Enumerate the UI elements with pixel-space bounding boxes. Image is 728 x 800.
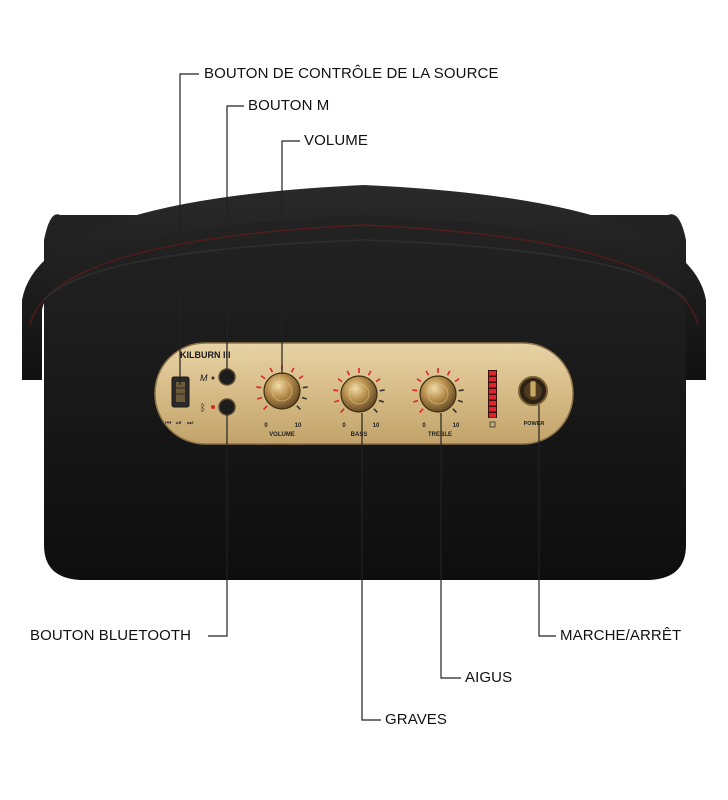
knob-tick <box>458 389 464 392</box>
knob-tick <box>375 378 381 383</box>
treble-max: 10 <box>453 423 460 429</box>
knob-scales <box>256 365 464 413</box>
knob-tick <box>457 399 463 403</box>
knob-tick <box>378 399 384 403</box>
knob-tick <box>416 378 422 383</box>
bluetooth-led <box>211 405 215 409</box>
bluetooth-icon: ᛒ <box>200 403 206 414</box>
knob-tick <box>340 408 345 413</box>
bluetooth-callout-line <box>208 414 228 637</box>
power-callout: MARCHE/ARRÊT <box>560 627 682 644</box>
m-button-callout: BOUTON M <box>248 97 330 114</box>
volume-callout-line <box>281 140 300 374</box>
knob-tick <box>301 396 307 400</box>
m-callout-line <box>226 105 244 370</box>
source-switch-icon[interactable] <box>171 376 190 408</box>
bluetooth-button-callout: BOUTON BLUETOOTH <box>30 627 192 644</box>
next-icon: ⏭ <box>187 420 194 427</box>
volume-knob[interactable] <box>263 372 301 410</box>
m-button[interactable] <box>218 368 236 386</box>
bass-callout: GRAVES <box>385 711 448 728</box>
battery-segment <box>489 377 496 382</box>
battery-segment <box>489 389 496 394</box>
knob-tick <box>379 389 385 392</box>
m-glyph: M <box>200 373 208 383</box>
brand-logo: KILBURN III <box>180 350 231 360</box>
knob-tick <box>256 386 262 389</box>
knob-tick <box>290 367 295 373</box>
treble-panel-label: TREBLE <box>428 432 452 438</box>
knob-tick <box>413 399 419 403</box>
treble-callout-line <box>440 413 461 679</box>
knob-tick <box>412 389 418 392</box>
knob-tick <box>373 408 378 413</box>
treble-callout: AIGUS <box>465 669 513 686</box>
knob-tick <box>452 408 457 413</box>
source-button-callout: BOUTON DE CONTRÔLE DE LA SOURCE <box>204 65 499 82</box>
knob-tick <box>302 386 308 389</box>
knob-tick <box>346 370 351 376</box>
knob-tick <box>269 367 274 373</box>
knob-tick <box>296 405 301 410</box>
bass-min: 0 <box>342 423 346 429</box>
power-panel-label: POWER <box>524 421 545 427</box>
knob-tick <box>263 405 268 410</box>
treble-min: 0 <box>422 423 426 429</box>
knob-tick <box>454 378 460 383</box>
knob-tick <box>337 378 343 383</box>
play-pause-icon: ⏯ <box>176 420 182 427</box>
volume-max: 10 <box>295 423 302 429</box>
battery-level-icon <box>488 370 497 428</box>
bluetooth-button[interactable] <box>218 398 236 416</box>
volume-callout: VOLUME <box>304 132 368 149</box>
knob-tick <box>333 389 339 392</box>
battery-segment <box>489 407 496 412</box>
battery-segment <box>489 401 496 406</box>
m-indicator <box>211 376 215 380</box>
knob-tick <box>425 370 430 376</box>
callout-lines <box>179 73 556 721</box>
knob-tick <box>419 408 424 413</box>
knob-tick <box>334 399 340 403</box>
knob-tick <box>367 370 372 376</box>
knob-tick <box>260 375 266 380</box>
power-toggle-icon[interactable] <box>518 376 548 406</box>
knob-tick <box>298 375 304 380</box>
power-callout-line <box>538 405 556 637</box>
source-callout-line <box>179 73 199 385</box>
bass-knob[interactable] <box>340 375 378 413</box>
volume-panel-label: VOLUME <box>269 432 295 438</box>
bass-callout-line <box>361 413 381 721</box>
media-controls: ⏮ ⏯ ⏭ <box>165 420 194 427</box>
prev-icon: ⏮ <box>165 420 171 427</box>
battery-segment <box>489 395 496 400</box>
battery-segment <box>489 413 496 418</box>
bass-panel-label: BASS <box>351 432 368 438</box>
battery-segment <box>489 371 496 376</box>
knob-tick <box>257 396 263 400</box>
bass-max: 10 <box>373 423 380 429</box>
knob-tick <box>446 370 451 376</box>
treble-knob[interactable] <box>419 375 457 413</box>
battery-segment <box>489 383 496 388</box>
volume-min: 0 <box>264 423 268 429</box>
